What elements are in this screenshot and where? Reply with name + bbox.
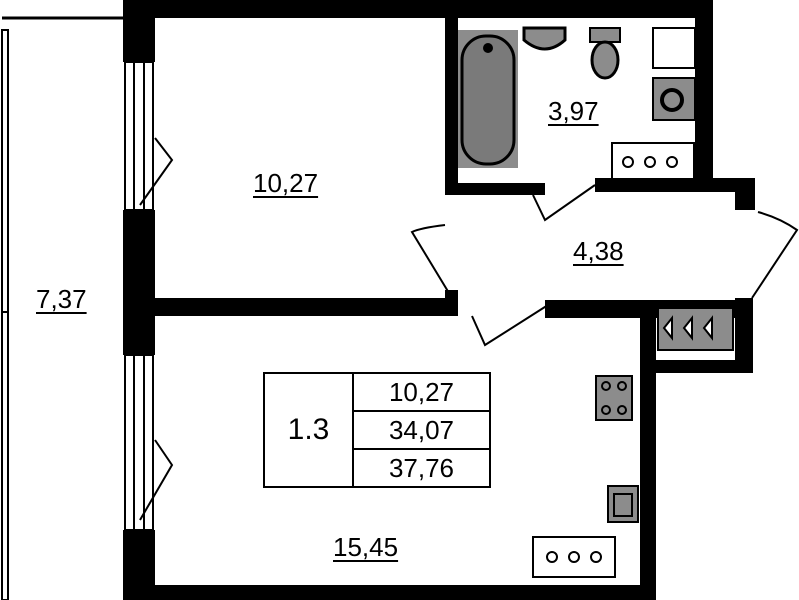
bathtub <box>458 30 518 168</box>
room-area-bedroom: 10,27 <box>253 168 319 198</box>
walls <box>123 0 755 600</box>
room-area-loggia: 7,37 <box>36 284 87 314</box>
room-area-hallway: 4,38 <box>573 236 624 266</box>
interior-doors <box>410 184 799 347</box>
stove <box>595 375 633 421</box>
loggia-walls <box>1 16 125 600</box>
apartment-number: 1.3 <box>287 413 330 446</box>
windows <box>124 61 154 531</box>
living-area: 10,27 <box>388 376 455 407</box>
bathroom-radiator <box>611 142 695 181</box>
total-area: 34,07 <box>388 414 455 445</box>
room-area-bathroom: 3,97 <box>548 96 599 126</box>
sink <box>522 26 567 51</box>
room-area-kitchen-living: 15,45 <box>333 532 399 562</box>
total-area-with-loggia: 37,76 <box>388 452 455 483</box>
summary-box <box>263 372 491 488</box>
kitchen-radiator <box>532 536 616 578</box>
kitchen-sink <box>607 485 639 523</box>
toilet <box>589 27 621 80</box>
hallway-wardrobe <box>657 307 734 351</box>
balcony-doors <box>139 137 174 521</box>
washing-machine <box>652 27 696 121</box>
